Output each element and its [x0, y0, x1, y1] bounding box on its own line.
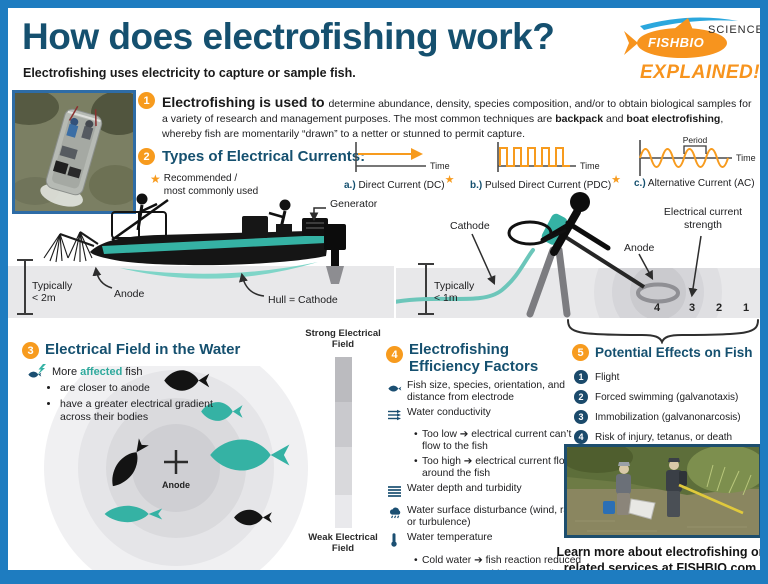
section-5-heading: Potential Effects on Fish — [595, 345, 753, 360]
fish-logo-icon — [624, 17, 738, 58]
bullet-item: are closer to anode — [60, 382, 220, 396]
pdc-label: b.) Pulsed Direct Current (PDC)★ — [470, 174, 622, 191]
hull-cathode-label: Hull = Cathode — [268, 294, 338, 306]
section-1: 1 Electrofishing is used to determine ab… — [138, 92, 754, 152]
boat-photo-image — [15, 93, 133, 211]
boat-diagram — [8, 193, 394, 318]
section-1-bold-boat: boat electrofishing — [626, 113, 721, 126]
fish-icon — [388, 380, 403, 404]
section-3-bullets: are closer to anode have a greater elect… — [48, 382, 220, 427]
field-gradient-bar — [335, 357, 352, 528]
thermometer-icon — [388, 532, 403, 552]
section-2: 2 Types of Electrical Currents: — [138, 148, 365, 166]
stream-photo — [564, 444, 760, 538]
sub-bullet: Too low ➔ electrical current can’t flow … — [414, 429, 586, 453]
svg-text:Period: Period — [683, 135, 708, 145]
generator-label: Generator — [330, 198, 378, 210]
logo-brand: FISHBIO — [648, 35, 705, 50]
section-1-number: 1 — [138, 92, 155, 109]
strength-zone-4: 4 — [654, 302, 661, 314]
backpack-anode-label: Anode — [624, 242, 655, 254]
section-1-text: determine abundance, density, species co… — [162, 98, 752, 126]
boat-anode-label: Anode — [114, 288, 145, 300]
logo-explained: EXPLAINED! — [640, 62, 760, 83]
section-3-header: 3 Electrical Field in the Water — [22, 341, 241, 359]
logo-science: SCIENCE — [708, 24, 760, 36]
section-1-paragraph: Electrofishing is used to determine abun… — [162, 94, 752, 140]
backpack-depth-label: Typically< 1m — [434, 280, 475, 304]
stream-photo-image — [567, 447, 759, 535]
strength-zone-3: 3 — [689, 302, 696, 314]
efficiency-item: Water conductivity — [388, 407, 586, 426]
depth-icon — [388, 483, 403, 502]
bullet-item: have a greater electrical gradient acros… — [60, 398, 220, 425]
efficiency-item: Water depth and turbidity — [388, 483, 586, 502]
section-1-heading: Electrofishing is used to — [162, 94, 329, 110]
ac-waveform: Period Time — [639, 135, 756, 176]
conductivity-icon — [388, 407, 403, 426]
section-3-number: 3 — [22, 342, 39, 359]
efficiency-factors-list: Fish size, species, orientation, and dis… — [388, 380, 586, 570]
efficiency-item: Water temperature — [388, 532, 586, 552]
fishbio-logo: FISHBIO SCIENCE EXPLAINED! — [624, 12, 760, 90]
section-3-heading: Electrical Field in the Water — [45, 341, 241, 358]
cloud-rain-icon — [388, 505, 403, 529]
section-5-number: 5 — [572, 344, 589, 361]
temperature-subitems: Cold water ➔ fish reaction reduced Warm … — [388, 555, 586, 570]
cathode-label: Cathode — [450, 220, 490, 232]
brace-icon — [567, 319, 759, 344]
page-title: How does electrofishing work? — [22, 16, 555, 57]
electrical-field-diagram — [44, 366, 308, 570]
section-4-number: 4 — [386, 346, 403, 363]
page-subtitle: Electrofishing uses electricity to captu… — [23, 66, 356, 80]
section-1-bold-backpack: backpack — [555, 113, 604, 126]
section-3-intro: More affected fish — [28, 364, 143, 379]
star-icon: ★ — [150, 172, 161, 186]
fish-bolt-icon — [28, 364, 46, 378]
svg-text:Time: Time — [430, 161, 450, 171]
pdc-waveform: Time — [497, 142, 600, 172]
efficiency-item: Fish size, species, orientation, and dis… — [388, 380, 586, 404]
section-2-heading: Types of Electrical Currents: — [162, 148, 366, 165]
dc-waveform: Time — [355, 142, 450, 172]
strong-field-label: Strong Electrical Field — [305, 328, 381, 351]
boat-photo — [12, 90, 136, 214]
recommended-legend: ★ Recommended /most commonly used — [150, 172, 259, 197]
strength-zone-1: 1 — [743, 302, 750, 314]
backpack-diagram — [396, 192, 760, 318]
field-anode-label: Anode — [162, 480, 190, 490]
dc-label: a.) Direct Current (DC)★ — [344, 174, 455, 191]
sub-bullet: Too high ➔ electrical current flows arou… — [414, 456, 586, 480]
sub-bullet: Warm water ➔ higher mortality expected — [414, 569, 586, 570]
strength-zone-2: 2 — [716, 302, 723, 314]
weak-field-label: Weak Electrical Field — [308, 532, 378, 555]
section-2-number: 2 — [138, 148, 155, 165]
ac-label: c.) Alternative Current (AC) — [634, 178, 755, 189]
svg-text:Time: Time — [736, 153, 756, 163]
efficiency-item: Water surface disturbance (wind, rain, o… — [388, 505, 586, 529]
boat-depth-label: Typically< 2m — [32, 280, 73, 304]
sub-bullet: Cold water ➔ fish reaction reduced — [414, 555, 586, 567]
conductivity-subitems: Too low ➔ electrical current can’t flow … — [388, 429, 586, 480]
svg-text:Time: Time — [580, 161, 600, 171]
section-5-header: 5 Potential Effects on Fish — [572, 344, 753, 361]
